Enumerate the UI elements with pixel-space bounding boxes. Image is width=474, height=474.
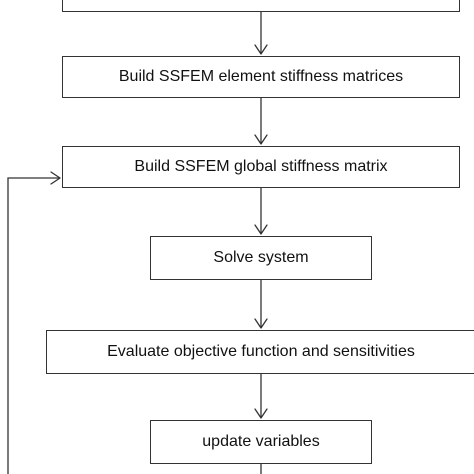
global-stiffness-label: Build SSFEM global stiffness matrix bbox=[134, 158, 388, 175]
evaluate-objective-label: Evaluate objective function and sensitiv… bbox=[107, 343, 415, 360]
arrowhead-update bbox=[254, 408, 268, 419]
update-variables-label: update variables bbox=[202, 433, 320, 450]
arrowhead-loop bbox=[50, 171, 61, 185]
global-stiffness-box: Build SSFEM global stiffness matrix bbox=[62, 146, 460, 188]
element-stiffness-label: Build SSFEM element stiffness matrices bbox=[118, 68, 404, 85]
solve-system-label: Solve system bbox=[213, 249, 309, 266]
arrowhead-element bbox=[254, 44, 268, 55]
element-stiffness-box: Build SSFEM element stiffness matrices bbox=[62, 56, 460, 98]
top-step-box bbox=[62, 0, 460, 12]
arrowhead-evaluate bbox=[254, 318, 268, 329]
loop-back-line bbox=[7, 177, 60, 474]
arrowhead-global bbox=[254, 134, 268, 145]
update-variables-box: update variables bbox=[150, 420, 372, 464]
solve-system-box: Solve system bbox=[150, 236, 372, 280]
evaluate-objective-box: Evaluate objective function and sensitiv… bbox=[46, 330, 474, 374]
arrowhead-solve bbox=[254, 224, 268, 235]
